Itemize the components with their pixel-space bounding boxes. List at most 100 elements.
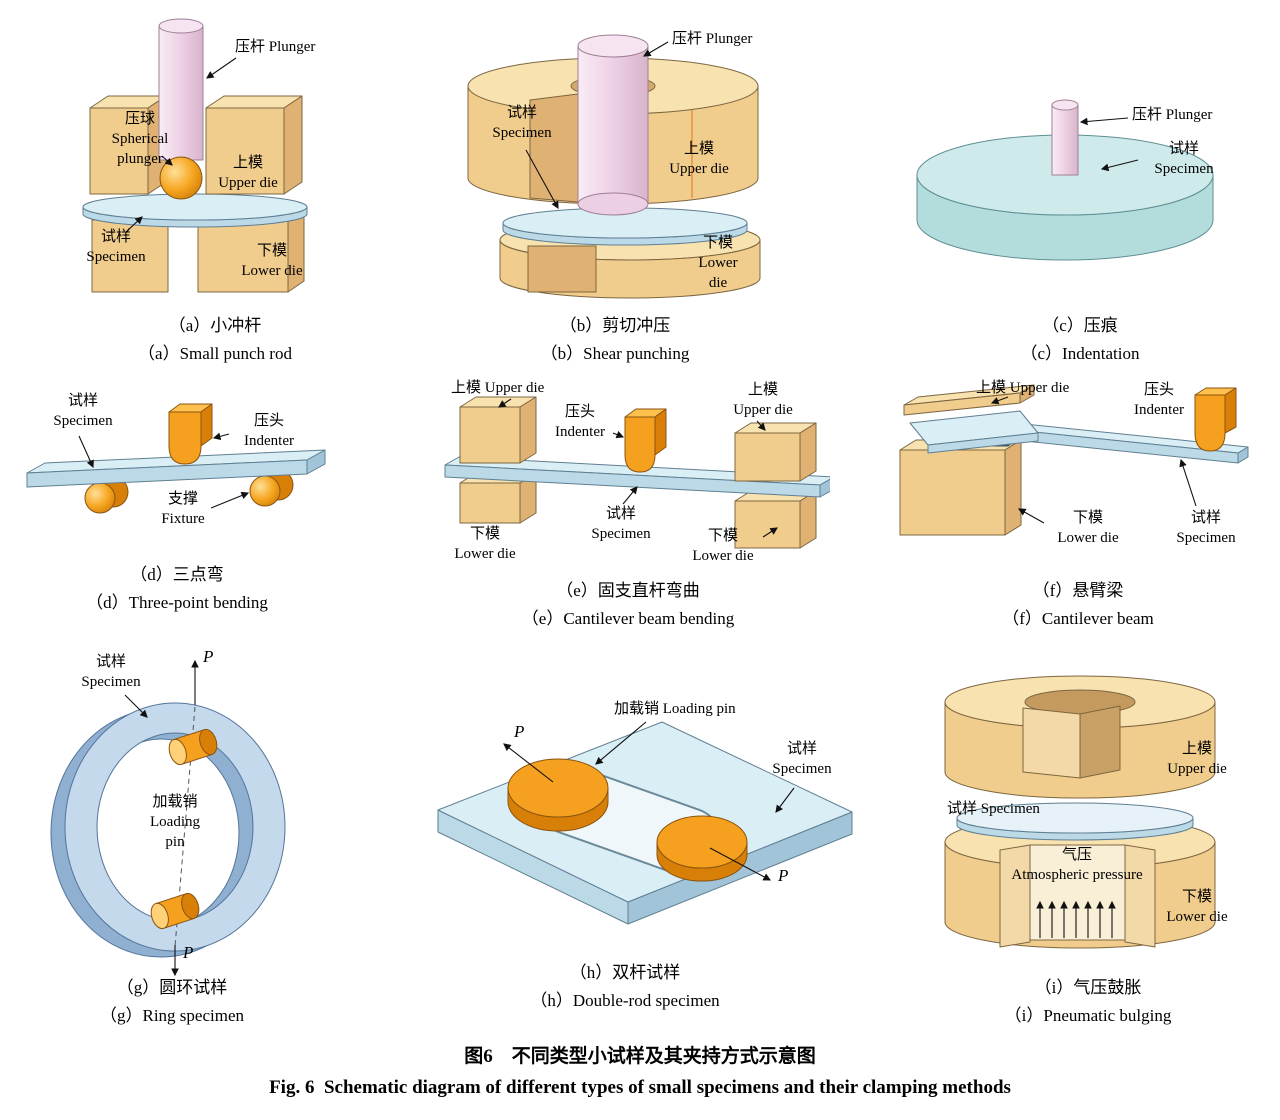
indenter: [1194, 387, 1237, 452]
label-indenter: 压头 Indenter: [1134, 382, 1184, 418]
leader-lines: [498, 398, 778, 538]
shear-punching-diagram: [467, 34, 761, 299]
loading-pin-bottom: [150, 892, 200, 930]
upper-die-right: [734, 422, 817, 482]
caption-h-zh: （h）双杆试样: [569, 963, 681, 982]
label-lower-die-right: 下模 Lower die: [692, 528, 754, 564]
label-load-p-bottom: P: [183, 943, 194, 962]
support-rollers: [84, 469, 294, 514]
label-loading-pin: 加载销 Loading pin: [150, 794, 200, 850]
label-specimen: 试样 Specimen: [81, 654, 141, 690]
caption-i-zh: （i）气压鼓胀: [1034, 978, 1142, 997]
label-pressure: 气压 Atmospheric pressure: [1011, 847, 1143, 883]
panel-d: 试样 Specimen 压头 Indenter 支撑 Fixture: [15, 380, 345, 565]
label-lower-die-left: 下模 Lower die: [454, 526, 516, 562]
small-punch-rod-diagram: [82, 18, 308, 293]
specimen-disc: [956, 802, 1194, 841]
caption-d-en: （d）Three-point bending: [86, 593, 268, 612]
panel-i: 上模 Upper die 试样 Specimen 气压 Atmospheric …: [905, 650, 1275, 970]
caption-c-zh: （c）压痕: [1042, 316, 1118, 335]
label-lower-die: 下模 Lower die: [698, 235, 738, 291]
label-indenter: 压头 Indenter: [555, 404, 605, 440]
upper-die: [944, 675, 1216, 799]
lower-die: [899, 438, 1022, 536]
indenter: [624, 408, 667, 473]
plunger-cylinder: [1051, 99, 1079, 176]
caption-d-zh: （d）三点弯: [130, 565, 224, 584]
loading-pin-right: [656, 815, 748, 882]
caption-i-en: （i）Pneumatic bulging: [1004, 1006, 1172, 1025]
figure-caption-zh: 图6 不同类型小试样及其夹持方式示意图: [464, 1046, 816, 1067]
ring-specimen: [50, 702, 286, 958]
label-upper-die-right: 上模 Upper die: [733, 382, 793, 418]
cantilever-beam-diagram: [899, 384, 1249, 536]
panel-a: 压杆 Plunger 压球 Spherical plunger 上模 Upper…: [30, 8, 340, 308]
caption-a-en: （a）Small punch rod: [138, 344, 292, 363]
caption-c-en: （c）Indentation: [1020, 344, 1140, 363]
leader-lines: [595, 721, 795, 813]
caption-f-zh: （f）悬臂梁: [1032, 581, 1124, 600]
pneumatic-bulging-diagram: [944, 675, 1216, 949]
label-lower-die: 下模 Lower die: [241, 243, 303, 279]
caption-h-en: （h）Double-rod specimen: [530, 991, 720, 1010]
panel-g: 试样 Specimen P 加载销 Loading pin P: [25, 645, 315, 980]
leader-lines: [125, 57, 237, 233]
label-plunger: 压杆 Plunger: [1132, 107, 1213, 123]
label-plunger: 压杆 Plunger: [235, 39, 316, 55]
figure-caption-en: Fig. 6 Schematic diagram of different ty…: [269, 1077, 1011, 1098]
caption-f-en: （f）Cantilever beam: [1002, 609, 1154, 628]
leader-lines: [525, 41, 669, 210]
label-specimen: 试样 Specimen: [492, 105, 552, 141]
indentation-diagram: [916, 99, 1214, 261]
label-specimen: 试样 Specimen: [947, 801, 1040, 817]
label-load-p-top: P: [203, 647, 214, 666]
label-load-p-right: P: [778, 866, 789, 885]
label-upper-die: 上模 Upper die: [976, 380, 1070, 396]
indenter: [168, 403, 213, 465]
label-lower-die: 下模 Lower die: [1057, 510, 1119, 546]
caption-e-zh: （e）固支直杆弯曲: [556, 581, 700, 600]
label-plunger: 压杆 Plunger: [672, 31, 753, 47]
spherical-plunger-ball: [159, 156, 203, 200]
label-indenter: 压头 Indenter: [244, 413, 294, 449]
caption-g-zh: （g）圆环试样: [116, 978, 228, 997]
fixed-beam-bending-diagram: [444, 396, 830, 549]
label-upper-die-left: 上模 Upper die: [451, 380, 545, 396]
caption-e-en: （e）Cantilever beam bending: [521, 609, 735, 628]
panel-f: 上模 Upper die 压头 Indenter 下模 Lower die 试样…: [880, 375, 1275, 570]
panel-e: 上模 Upper die 压头 Indenter 上模 Upper die 下模…: [425, 375, 830, 575]
label-specimen: 试样 Specimen: [591, 506, 651, 542]
label-upper-die: 上模 Upper die: [218, 155, 278, 191]
label-fixture: 支撑 Fixture: [161, 491, 205, 527]
label-loading-pin: 加载销 Loading pin: [614, 701, 736, 717]
pressure-arrows: [1036, 900, 1116, 938]
specimen-disc: [82, 193, 308, 228]
leader-lines: [1079, 117, 1139, 172]
load-arrows: [503, 743, 772, 881]
label-specimen: 试样 Specimen: [86, 229, 146, 265]
panel-h: 加载销 Loading pin 试样 Specimen P P: [390, 690, 870, 965]
loading-pin-left: [507, 758, 609, 832]
three-point-bending-diagram: [26, 403, 326, 514]
label-load-p-left: P: [514, 722, 525, 741]
label-specimen: 试样 Specimen: [53, 393, 113, 429]
panel-b: 压杆 Plunger 试样 Specimen 上模 Upper die 下模 L…: [430, 8, 800, 308]
label-upper-die: 上模 Upper die: [1167, 741, 1227, 777]
label-specimen: 试样 Specimen: [1154, 141, 1214, 177]
double-rod-specimen-diagram: [437, 721, 853, 925]
plunger-cylinder: [577, 34, 649, 216]
ring-specimen-diagram: [50, 659, 286, 977]
leader-lines: [990, 396, 1197, 524]
loading-pin-top: [168, 728, 218, 766]
caption-b-zh: （b）剪切冲压: [559, 316, 671, 335]
specimen-disc: [502, 207, 748, 246]
load-arrows: [171, 659, 199, 977]
leader-lines: [78, 432, 250, 509]
caption-a-zh: （a）小冲杆: [168, 316, 262, 335]
label-specimen: 试样 Specimen: [772, 741, 832, 777]
specimen: [909, 410, 1249, 464]
label-upper-die: 上模 Upper die: [669, 141, 729, 177]
label-lower-die: 下模 Lower die: [1166, 889, 1228, 925]
panel-c: 压杆 Plunger 试样 Specimen: [880, 90, 1260, 320]
